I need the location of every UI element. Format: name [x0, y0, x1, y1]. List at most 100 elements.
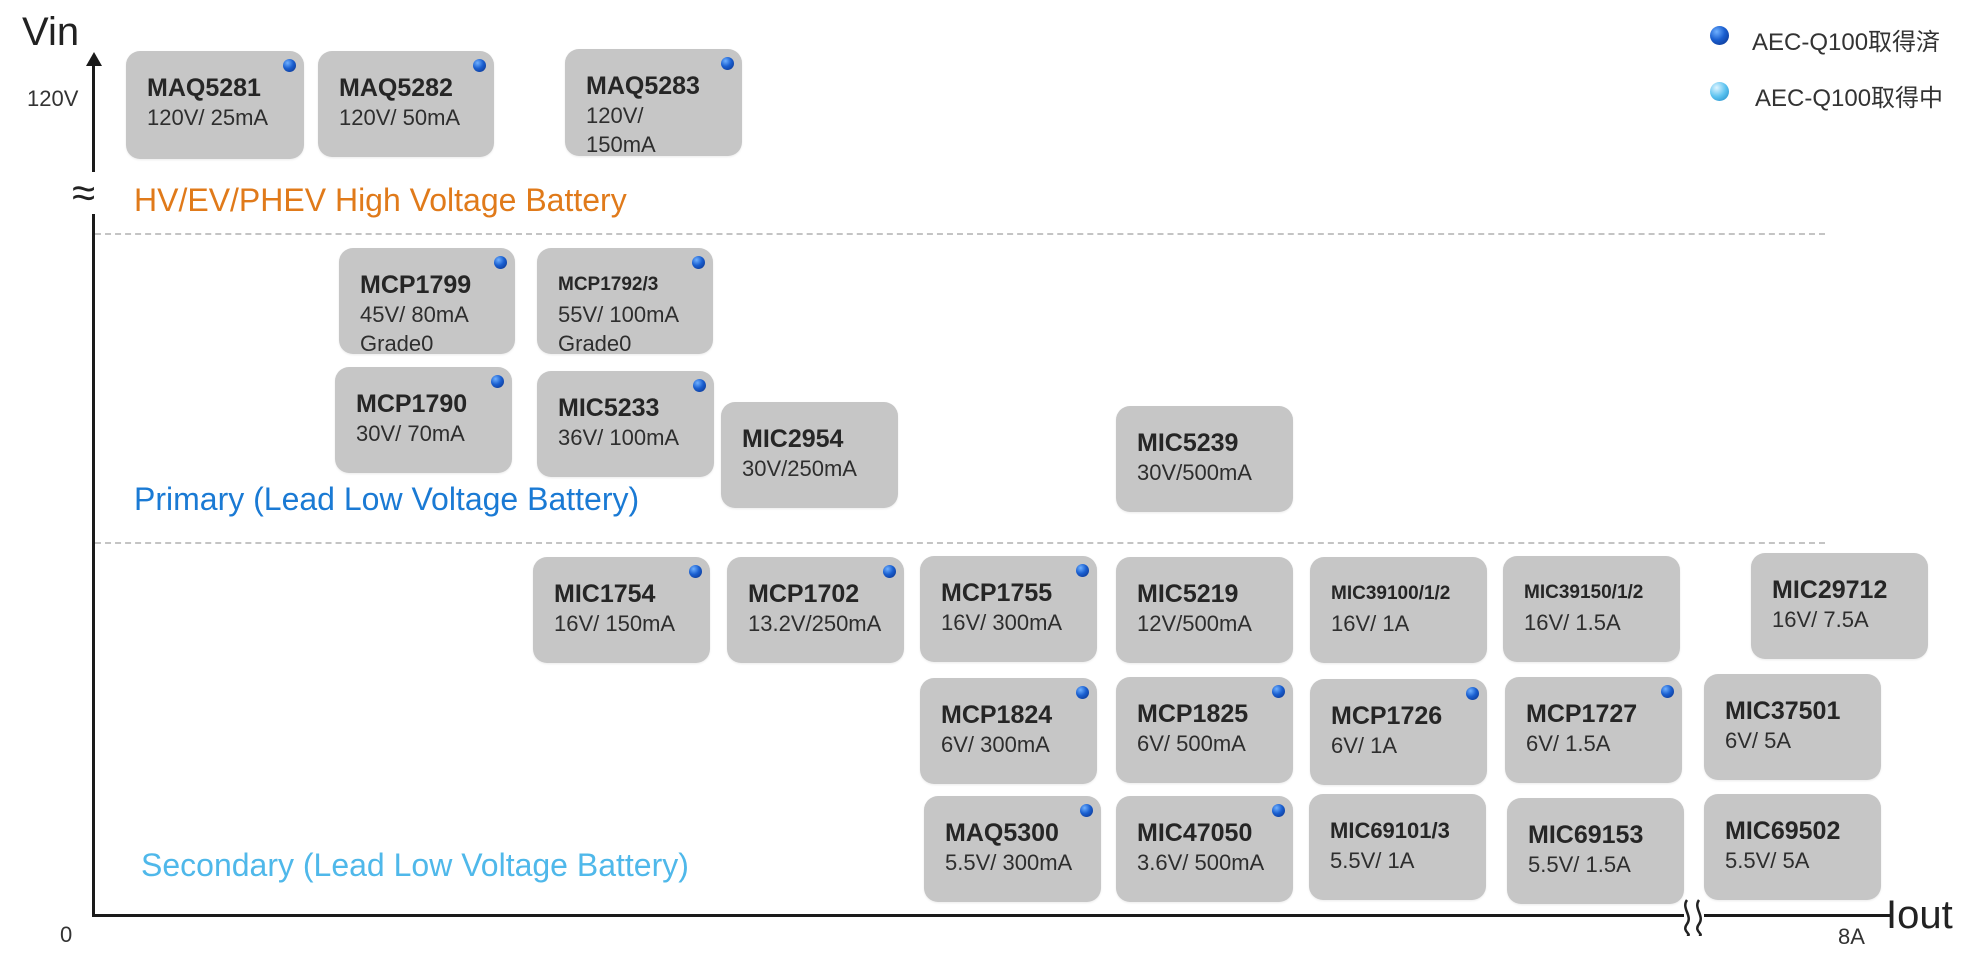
part-chip-mcp1824: MCP1824 6V/ 300mA: [920, 678, 1097, 784]
x-axis-break-symbol: [1684, 896, 1704, 936]
legend-qualified-icon: [1710, 26, 1729, 45]
y-axis-line: [92, 62, 95, 917]
primary-zone-separator: [95, 542, 1825, 544]
part-name: MCP1825: [1137, 700, 1249, 728]
aec-qualified-icon: [721, 57, 734, 70]
x-axis-max-tick: 8A: [1838, 924, 1865, 949]
part-name: MIC29712: [1772, 576, 1888, 604]
part-chip-mic2954: MIC2954 30V/250mA: [721, 402, 898, 508]
aec-qualified-icon: [1080, 804, 1093, 817]
aec-qualified-icon: [494, 256, 507, 269]
part-name: MIC69101/3: [1330, 818, 1450, 843]
part-spec: 6V/ 5A: [1725, 728, 1792, 753]
part-name: MCP1790: [356, 390, 468, 418]
aec-qualified-icon: [491, 375, 504, 388]
part-name: MAQ5282: [339, 74, 453, 102]
part-chip-mic39150: MIC39150/1/2 16V/ 1.5A: [1503, 556, 1680, 662]
aec-qualified-icon: [692, 256, 705, 269]
aec-qualified-icon: [1272, 804, 1285, 817]
part-spec: 13.2V/250mA: [748, 611, 882, 636]
legend-qualified-label: AEC-Q100取得済: [1752, 29, 1941, 56]
part-name: MAQ5281: [147, 74, 261, 102]
aec-qualified-icon: [689, 565, 702, 578]
part-spec: 5.5V/ 5A: [1725, 848, 1810, 873]
part-name: MIC39150/1/2: [1524, 582, 1644, 603]
part-name: MIC69502: [1725, 817, 1841, 845]
part-name: MIC5239: [1137, 429, 1239, 457]
part-chip-mic5239: MIC5239 30V/500mA: [1116, 406, 1293, 512]
part-spec: 45V/ 80mA Grade0: [360, 302, 469, 356]
aec-qualified-icon: [1272, 685, 1285, 698]
part-chip-mic37501: MIC37501 6V/ 5A: [1704, 674, 1881, 780]
part-spec: 6V/ 1A: [1331, 733, 1398, 758]
aec-qualified-icon: [883, 565, 896, 578]
part-name: MCP1702: [748, 580, 860, 608]
zone-label-secondary: Secondary (Lead Low Voltage Battery): [141, 847, 689, 883]
part-chip-mcp1799: MCP1799 45V/ 80mA Grade0: [339, 248, 515, 356]
y-axis-arrow: [86, 52, 102, 66]
part-name: MCP1799: [360, 271, 472, 299]
part-spec: 30V/250mA: [742, 456, 857, 481]
part-spec: 120V/ 50mA: [339, 105, 461, 130]
part-chip-mic1754: MIC1754 16V/ 150mA: [533, 557, 710, 663]
origin-label: 0: [60, 922, 73, 947]
part-spec: 6V/ 500mA: [1137, 731, 1246, 756]
part-spec: 6V/ 300mA: [941, 732, 1050, 757]
part-spec: 16V/ 7.5A: [1772, 607, 1869, 632]
part-spec: 55V/ 100mA Grade0: [558, 302, 680, 356]
part-name: MIC39100/1/2: [1331, 583, 1451, 604]
part-spec: 12V/500mA: [1137, 611, 1252, 636]
part-chip-mcp1755: MCP1755 16V/ 300mA: [920, 556, 1097, 662]
hv-zone-separator: [95, 233, 1825, 235]
aec-qualified-icon: [1661, 685, 1674, 698]
aec-qualified-icon: [1466, 687, 1479, 700]
part-spec: 16V/ 300mA: [941, 610, 1063, 635]
part-chip-mic39100: MIC39100/1/2 16V/ 1A: [1310, 557, 1487, 663]
aec-qualified-icon: [693, 379, 706, 392]
legend-in-progress-icon: [1710, 82, 1729, 101]
part-chip-maq5300: MAQ5300 5.5V/ 300mA: [924, 796, 1101, 902]
part-chip-mcp1702: MCP1702 13.2V/250mA: [727, 557, 904, 663]
part-spec: 5.5V/ 1.5A: [1528, 852, 1631, 877]
aec-qualified-icon: [1076, 564, 1089, 577]
part-name: MCP1824: [941, 701, 1053, 729]
part-spec: 120V/ 25mA: [147, 105, 269, 130]
part-chip-mcp1825: MCP1825 6V/ 500mA: [1116, 677, 1293, 783]
aec-qualified-icon: [283, 59, 296, 72]
part-name: MIC2954: [742, 425, 844, 453]
part-name: MAQ5283: [586, 72, 700, 100]
zone-label-primary: Primary (Lead Low Voltage Battery): [134, 481, 640, 517]
part-chip-mic69502: MIC69502 5.5V/ 5A: [1704, 794, 1881, 900]
part-spec: 30V/ 70mA: [356, 421, 465, 446]
y-axis-max-tick: 120V: [27, 86, 79, 111]
part-name: MIC69153: [1528, 821, 1644, 849]
part-name: MCP1727: [1526, 700, 1638, 728]
part-chip-mcp1726: MCP1726 6V/ 1A: [1310, 679, 1487, 785]
part-spec: 16V/ 150mA: [554, 611, 676, 636]
part-name: MCP1755: [941, 579, 1053, 607]
part-spec: 5.5V/ 1A: [1330, 848, 1415, 873]
part-chip-mic47050: MIC47050 3.6V/ 500mA: [1116, 796, 1293, 902]
part-chip-maq5282: MAQ5282 120V/ 50mA: [318, 51, 494, 157]
aec-qualified-icon: [473, 59, 486, 72]
part-chip-mic69153: MIC69153 5.5V/ 1.5A: [1507, 798, 1684, 904]
part-spec: 6V/ 1.5A: [1526, 731, 1611, 756]
y-axis-break-symbol: ≈: [72, 169, 96, 216]
part-chip-maq5281: MAQ5281 120V/ 25mA: [126, 51, 304, 159]
part-chip-mic5233: MIC5233 36V/ 100mA: [537, 371, 714, 477]
part-chip-mic5219: MIC5219 12V/500mA: [1116, 557, 1293, 663]
aec-qualified-icon: [1076, 686, 1089, 699]
part-chip-maq5283: MAQ5283 120V/ 150mA: [565, 49, 742, 157]
part-chip-mic69101-3: MIC69101/3 5.5V/ 1A: [1309, 794, 1486, 900]
part-spec: 16V/ 1.5A: [1524, 610, 1621, 635]
x-axis-label: Iout: [1886, 893, 1953, 937]
part-name: MIC37501: [1725, 697, 1841, 725]
part-name: MCP1726: [1331, 702, 1443, 730]
part-name: MIC5219: [1137, 580, 1239, 608]
part-spec: 5.5V/ 300mA: [945, 850, 1073, 875]
zone-label-high-voltage: HV/EV/PHEV High Voltage Battery: [134, 182, 627, 218]
part-spec: 36V/ 100mA: [558, 425, 680, 450]
y-axis-label: Vin: [22, 10, 80, 54]
part-spec: 120V/ 150mA: [586, 103, 656, 157]
part-spec: 3.6V/ 500mA: [1137, 850, 1265, 875]
